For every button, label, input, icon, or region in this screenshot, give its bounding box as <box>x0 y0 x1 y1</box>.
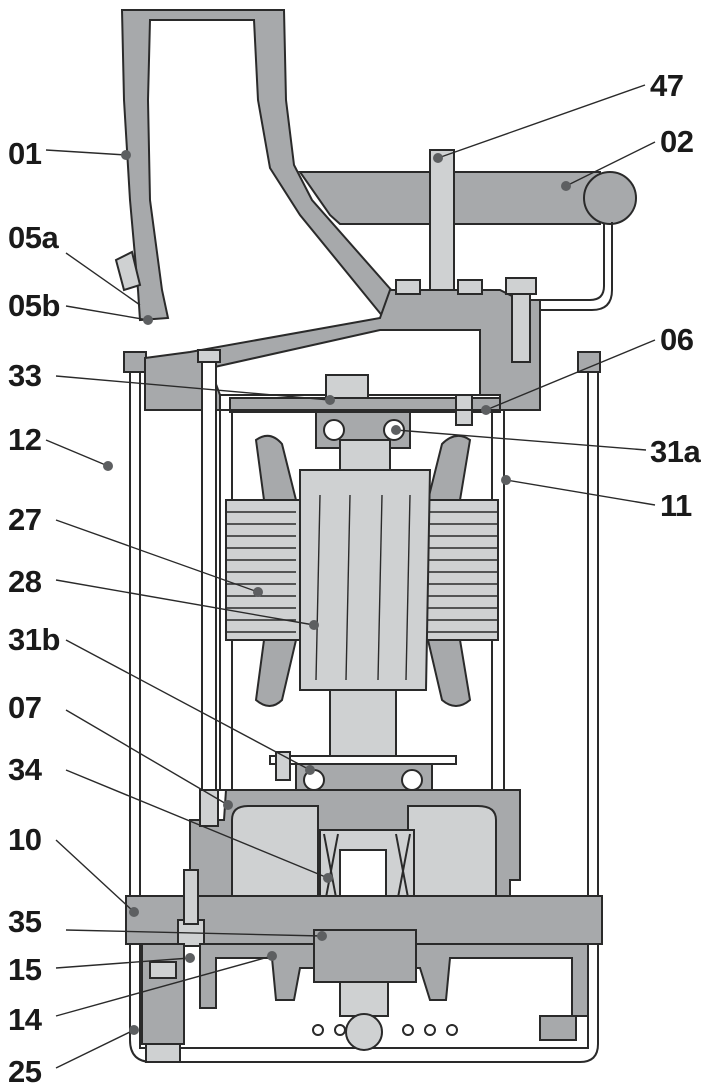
leader-lines <box>45 84 656 1069</box>
top-cover <box>144 277 541 411</box>
label-33: 33 <box>8 358 42 393</box>
discharge-pipe <box>114 9 402 322</box>
label-35: 35 <box>8 904 42 939</box>
label-34: 34 <box>8 752 43 787</box>
label-47: 47 <box>650 68 683 103</box>
label-31b: 31b <box>8 622 60 657</box>
label-15: 15 <box>8 952 42 987</box>
callout-dots <box>103 150 571 1035</box>
label-27: 27 <box>8 502 41 537</box>
label-01: 01 <box>8 136 42 171</box>
label-11: 11 <box>660 488 692 523</box>
label-31a: 31a <box>650 434 701 469</box>
part-labels: 01 05a 05b 33 12 27 28 31b 07 34 10 35 1… <box>8 68 702 1089</box>
label-06: 06 <box>660 322 694 357</box>
label-02: 02 <box>660 124 693 159</box>
label-05a: 05a <box>8 220 59 255</box>
label-10: 10 <box>8 822 41 857</box>
label-07: 07 <box>8 690 41 725</box>
tie-rod <box>197 349 221 833</box>
label-28: 28 <box>8 564 42 599</box>
rotor <box>299 439 432 759</box>
label-05b: 05b <box>8 288 60 323</box>
label-12: 12 <box>8 422 41 457</box>
pump-base <box>199 929 589 1051</box>
label-14: 14 <box>8 1002 43 1037</box>
label-25: 25 <box>8 1054 42 1089</box>
